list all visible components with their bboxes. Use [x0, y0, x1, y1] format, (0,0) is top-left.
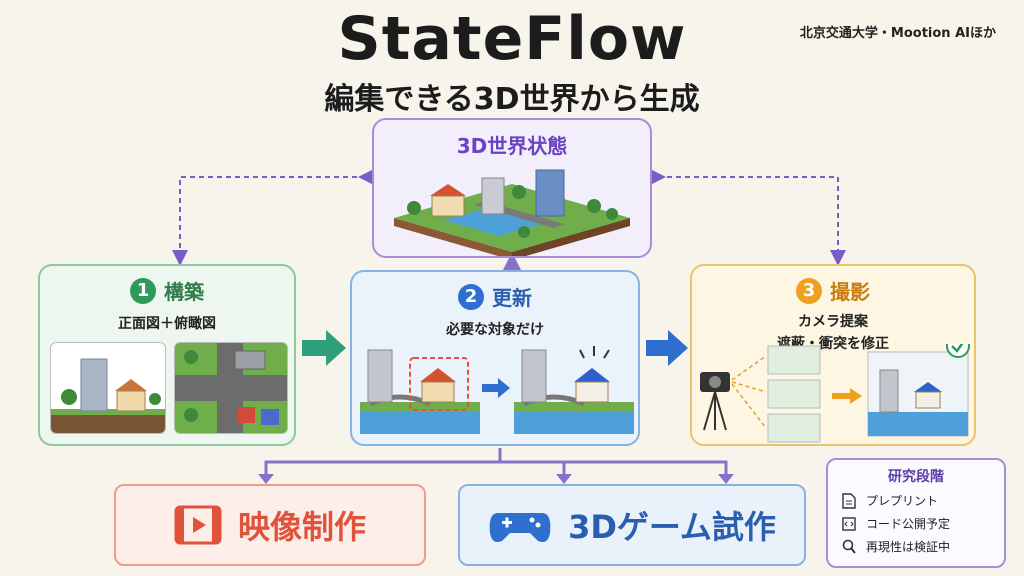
document-icon: [842, 492, 856, 509]
status-item-label: プレプリント: [866, 494, 939, 508]
shoot-step-description-1: カメラ提案: [798, 314, 868, 330]
magnifier-icon: [842, 539, 856, 554]
video-production-output: 映像制作: [114, 484, 426, 566]
update-step-panel: 2 更新 必要な対象だけ: [350, 270, 640, 446]
status-item: 再現性は検証中: [842, 538, 1004, 555]
update-to-shoot-arrow: [646, 330, 688, 366]
gamepad-icon: [489, 513, 551, 542]
camera-icon: [700, 372, 730, 431]
shoot-step-title: 撮影: [830, 280, 870, 304]
build-to-update-arrow: [302, 330, 346, 366]
status-item-label: コード公開予定: [866, 517, 951, 531]
page-subtitle: 編集できる3D世界から生成: [324, 82, 700, 117]
step-number-badge: 1: [130, 277, 156, 304]
build-step-description: 正面図＋俯瞰図: [118, 316, 216, 332]
world-to-shoot-arrow: [650, 169, 846, 266]
video-production-label: 映像制作: [237, 508, 366, 546]
step-number-badge: 3: [796, 277, 822, 304]
affiliation: 北京交通大学・Mootion AIほか: [799, 26, 996, 41]
front-view-thumbnail: [50, 342, 166, 434]
build-step-panel: 1 構築 正面図＋俯瞰図: [38, 264, 296, 446]
before-update-scene: [360, 349, 480, 434]
step-number-badge: 2: [458, 283, 484, 310]
status-item: コード公開予定: [842, 515, 1004, 532]
game-prototype-output: 3Dゲーム試作: [458, 484, 806, 566]
code-icon: [842, 516, 856, 531]
camera-proposal-illustration: [700, 344, 970, 443]
update-step-description: 必要な対象だけ: [446, 322, 544, 338]
research-status-title: 研究段階: [888, 469, 944, 485]
research-status-box: 研究段階 プレプリント コード公開予定 再現性は検証中: [826, 458, 1006, 568]
status-item: プレプリント: [842, 492, 1004, 509]
output-branch: [264, 448, 728, 476]
game-prototype-label: 3Dゲーム試作: [568, 508, 776, 546]
isometric-city-illustration: [394, 169, 630, 256]
top-view-thumbnail: [174, 342, 288, 434]
world-state-panel: 3D世界状態: [372, 118, 652, 258]
build-step-title: 構築: [164, 280, 204, 304]
update-inner-arrow: [482, 378, 510, 398]
film-play-icon: [174, 505, 222, 545]
page-title: StateFlow: [337, 4, 687, 74]
world-state-title: 3D世界状態: [456, 134, 568, 158]
after-update-scene: [514, 346, 634, 434]
update-step-title: 更新: [492, 286, 532, 310]
world-to-build-arrow: [172, 169, 374, 266]
status-item-label: 再現性は検証中: [866, 540, 951, 554]
